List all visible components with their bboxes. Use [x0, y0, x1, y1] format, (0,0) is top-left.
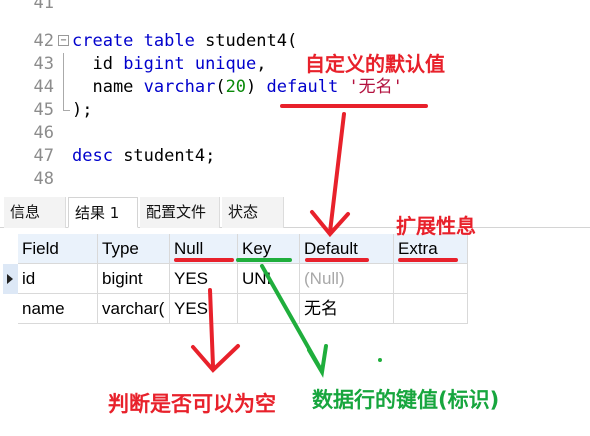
green-arrow-icon: [260, 264, 328, 378]
current-row-arrow-icon: [7, 274, 13, 284]
line-number: 42: [33, 31, 54, 51]
underline-key-header: [236, 258, 292, 262]
code-text: );: [72, 100, 93, 120]
collapse-icon[interactable]: −: [58, 35, 69, 46]
fold-guide: [58, 53, 70, 76]
table-cell[interactable]: varchar(: [98, 294, 170, 324]
line-number: 43: [33, 54, 54, 74]
table-cell[interactable]: YES: [170, 264, 238, 294]
code-line: 43 id bigint unique,: [0, 53, 590, 76]
table-cell[interactable]: [394, 264, 468, 294]
result-tabs: 信息 结果 1 配置文件 状态: [0, 194, 590, 228]
annotation-extension-info: 扩展性息: [396, 214, 476, 238]
fold-end: [58, 99, 70, 122]
table-cell[interactable]: YES: [170, 294, 238, 324]
line-number: 44: [33, 77, 54, 97]
table-cell-null[interactable]: (Null): [300, 264, 394, 294]
line-number: 48: [33, 169, 54, 189]
line-number: 41: [33, 0, 54, 13]
code-line: 46: [0, 122, 590, 145]
red-arrow-icon: [191, 288, 240, 373]
code-text: create table student4(: [72, 31, 298, 51]
tab-result-1[interactable]: 结果 1: [68, 197, 138, 228]
annotation-null-check: 判断是否可以为空: [108, 392, 276, 416]
red-arrow-icon: [310, 112, 350, 238]
underline-extra-header: [398, 258, 458, 262]
code-line: 44 name varchar(20) default '无名': [0, 76, 590, 99]
underline-null-header: [174, 258, 234, 262]
tab-info[interactable]: 信息: [4, 197, 66, 228]
underline-default-value: [280, 104, 428, 108]
row-selector[interactable]: [3, 264, 18, 294]
code-text: name varchar(20) default '无名': [72, 77, 403, 97]
code-line: 42 − create table student4(: [0, 30, 590, 53]
underline-default-header: [305, 258, 369, 262]
code-line: 45 );: [0, 99, 590, 122]
code-line: 48: [0, 168, 590, 191]
table-cell[interactable]: name: [18, 294, 98, 324]
code-text: desc student4;: [72, 146, 216, 166]
fold-toggle[interactable]: −: [58, 30, 70, 53]
line-number: 45: [33, 100, 54, 120]
table-cell[interactable]: [394, 294, 468, 324]
line-number: 46: [33, 123, 54, 143]
sql-editor[interactable]: 41 42 − create table student4( 43 id big…: [0, 0, 590, 192]
annotation-key-value: 数据行的键值(标识): [312, 388, 500, 412]
code-line: 41: [0, 0, 590, 15]
table-cell[interactable]: UNI: [238, 264, 300, 294]
table-cell[interactable]: id: [18, 264, 98, 294]
line-number: 47: [33, 146, 54, 166]
table-cell[interactable]: 无名: [300, 294, 394, 324]
code-line: 47 desc student4;: [0, 145, 590, 168]
column-header-field[interactable]: Field: [18, 234, 98, 264]
annotation-default-value: 自定义的默认值: [305, 52, 445, 76]
tab-profile[interactable]: 配置文件: [140, 197, 220, 228]
dot-mark: [378, 358, 382, 362]
table-cell[interactable]: bigint: [98, 264, 170, 294]
tab-status[interactable]: 状态: [222, 197, 284, 228]
column-header-type[interactable]: Type: [98, 234, 170, 264]
code-text: id bigint unique,: [72, 54, 267, 74]
result-grid[interactable]: Field Type Null Key Default Extra id big…: [0, 228, 590, 408]
fold-guide: [58, 76, 70, 99]
table-cell[interactable]: [238, 294, 300, 324]
